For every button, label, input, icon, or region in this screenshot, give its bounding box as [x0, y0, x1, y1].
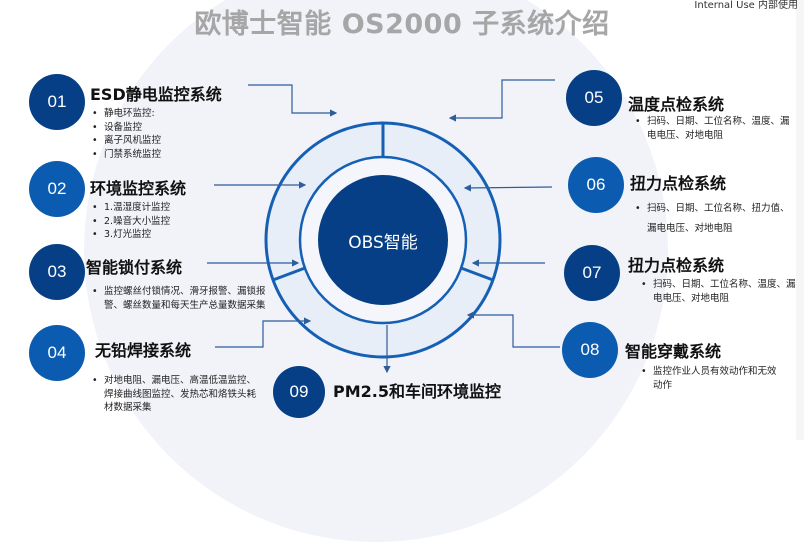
bullet: 扫码、日期、工位名称、扭力值、	[635, 199, 804, 219]
ring-divider	[460, 266, 494, 282]
bullet: 扫码、日期、工位名称、温度、漏电电压、对地电阻	[641, 278, 803, 305]
connector-01	[248, 84, 338, 117]
system-title-08: 智能穿戴系统	[625, 342, 722, 361]
bullet: 3.灯光监控	[92, 228, 170, 242]
system-title-05: 温度点检系统	[628, 95, 725, 114]
bullet: 监控作业人员有效动作和无效动作	[641, 365, 781, 392]
center-disc	[318, 175, 448, 305]
badge-08: 08	[562, 322, 618, 378]
connector-06	[463, 184, 553, 192]
bullet: 1.温湿度计监控	[92, 201, 170, 215]
badge-05: 05	[566, 70, 622, 126]
hub-diagram	[207, 79, 560, 374]
bullet: 门禁系统监控	[92, 148, 161, 162]
right-edge-panel	[796, 0, 804, 440]
bullet: 扫码、日期、工位名称、温度、漏电电压、对地电阻	[635, 115, 797, 142]
badge-03: 03	[29, 244, 85, 300]
system-bullets-04: 对地电阻、漏电压、高温低温监控、焊接曲线图监控、发热芯和烙铁头耗材数据采集	[92, 374, 256, 415]
connector-04	[215, 317, 312, 348]
system-bullets-02: 1.温湿度计监控 2.噪音大小监控 3.灯光监控	[92, 201, 170, 242]
system-title-02: 环境监控系统	[90, 179, 187, 198]
connector-05	[448, 79, 555, 122]
ring-divider	[272, 266, 306, 282]
center-label: OBS智能	[348, 232, 418, 253]
badge-07: 07	[564, 245, 620, 301]
bullet: 对地电阻、漏电压、高温低温监控、焊接曲线图监控、发热芯和烙铁头耗材数据采集	[92, 374, 256, 415]
page-title: 欧博士智能 OS2000 子系统介绍	[194, 9, 610, 40]
system-title-09: PM2.5和车间环境监控	[333, 382, 501, 401]
bullet: 静电环监控:	[92, 107, 161, 121]
bullet: 设备监控	[92, 121, 161, 135]
system-title-01: ESD静电监控系统	[90, 85, 222, 104]
system-title-03: 智能锁付系统	[86, 258, 183, 277]
bullet-continuation: 漏电电压、对地电阻	[647, 223, 733, 234]
internal-use-tag: Internal Use 内部使用	[694, 0, 798, 11]
system-bullets-08: 监控作业人员有效动作和无效动作	[641, 365, 781, 392]
system-title-06: 扭力点检系统	[630, 174, 727, 193]
badge-01: 01	[29, 74, 85, 130]
system-bullets-01: 静电环监控: 设备监控 离子风机监控 门禁系统监控	[92, 107, 161, 161]
badge-04: 04	[29, 325, 85, 381]
system-bullets-07: 扫码、日期、工位名称、温度、漏电电压、对地电阻	[641, 278, 803, 305]
system-bullets-05: 扫码、日期、工位名称、温度、漏电电压、对地电阻	[635, 115, 797, 142]
bullet: 离子风机监控	[92, 134, 161, 148]
connector-08	[466, 311, 560, 348]
system-bullets-03: 监控螺丝付锁情况、滑牙报警、漏锁报警、螺丝数量和每天生产总量数据采集	[92, 285, 276, 312]
system-title-07: 扭力点检系统	[628, 256, 725, 275]
bullet: 监控螺丝付锁情况、滑牙报警、漏锁报警、螺丝数量和每天生产总量数据采集	[92, 285, 276, 312]
badge-06: 06	[568, 157, 624, 213]
system-title-04: 无铅焊接系统	[95, 341, 192, 360]
system-bullets-06: 扫码、日期、工位名称、扭力值、 漏电电压、对地电阻	[635, 199, 804, 239]
badge-02: 02	[29, 161, 85, 217]
bullet: 2.噪音大小监控	[92, 215, 170, 229]
badge-09: 09	[273, 366, 325, 418]
